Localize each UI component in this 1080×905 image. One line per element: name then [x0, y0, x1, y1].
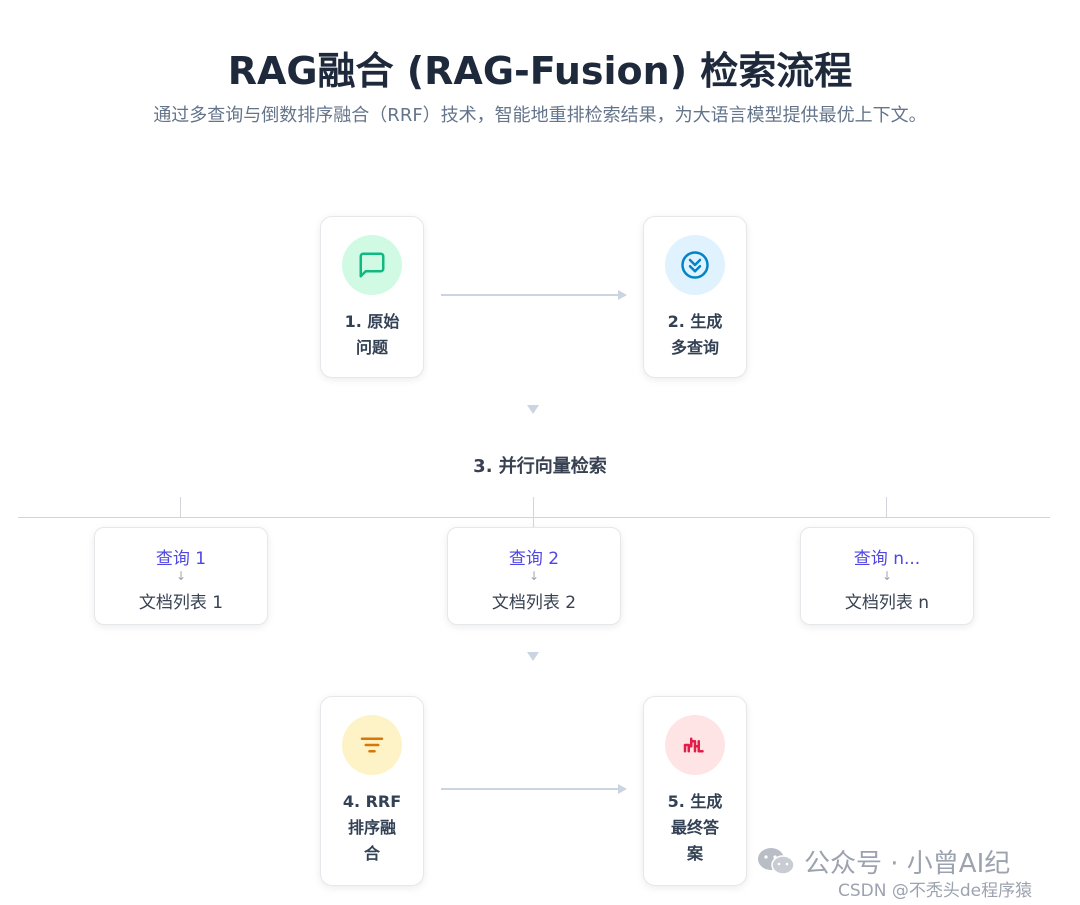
- doc-list-label: 文档列表 n: [844, 593, 930, 613]
- arrow-line: [441, 788, 619, 790]
- query-label: 查询 n...: [853, 549, 921, 569]
- branch-connector: [180, 497, 181, 517]
- filter-icon: [360, 737, 384, 753]
- step-label-line: 5. 生成: [667, 792, 723, 811]
- query-label: 查询 1: [155, 549, 207, 569]
- brain-icon: [683, 737, 704, 753]
- arrow-down-icon: ↓: [881, 569, 893, 583]
- icon-circle: [665, 235, 725, 295]
- step-card-generate-queries: 2. 生成 多查询: [643, 216, 747, 378]
- page-subtitle: 通过多查询与倒数排序融合（RRF）技术，智能地重排检索结果，为大语言模型提供最优…: [153, 105, 927, 126]
- arrow-down-icon: ↓: [528, 569, 540, 583]
- step-label-line: 案: [686, 844, 703, 863]
- step-label-line: 合: [363, 844, 380, 863]
- wechat-watermark: 公众号 · 小曾AI纪: [756, 843, 1010, 880]
- arrow-line: [441, 294, 619, 296]
- branch-line: [18, 517, 1050, 518]
- arrow-down-icon: ↓: [175, 569, 187, 583]
- step-card-rrf-fusion: 4. RRF 排序融 合: [320, 696, 424, 886]
- message-square-icon: [359, 252, 385, 278]
- step-label-line: 4. RRF: [342, 792, 402, 811]
- step-label: 2. 生成 多查询: [648, 309, 742, 361]
- page-title: RAG融合 (RAG-Fusion) 检索流程: [227, 49, 853, 93]
- csdn-watermark: CSDN @不秃头de程序猿: [838, 881, 1033, 901]
- step-label-line: 2. 生成: [667, 312, 723, 331]
- arrow-head-icon: [618, 784, 627, 794]
- branch-connector: [533, 497, 534, 547]
- chevrons-down-circle-icon: [681, 251, 709, 279]
- step-label-line: 问题: [355, 338, 388, 357]
- down-arrow-icon: [527, 405, 539, 414]
- query-card: 查询 2 ↓ 文档列表 2: [447, 527, 621, 625]
- query-card: 查询 n... ↓ 文档列表 n: [800, 527, 974, 625]
- step-label-line: 1. 原始: [344, 312, 400, 331]
- step-label-line: 最终答: [670, 818, 719, 837]
- query-card: 查询 1 ↓ 文档列表 1: [94, 527, 268, 625]
- step-label: 4. RRF 排序融 合: [325, 789, 419, 867]
- wechat-icon: [756, 846, 796, 878]
- branch-connector: [886, 497, 887, 517]
- doc-list-label: 文档列表 2: [491, 593, 577, 613]
- icon-circle: [665, 715, 725, 775]
- down-arrow-icon: [527, 652, 539, 661]
- query-label: 查询 2: [508, 549, 560, 569]
- step-label-line: 排序融: [347, 818, 396, 837]
- step-label: 5. 生成 最终答 案: [648, 789, 742, 867]
- doc-list-label: 文档列表 1: [138, 593, 224, 613]
- icon-circle: [342, 235, 402, 295]
- parallel-section-label: 3. 并行向量检索: [473, 456, 607, 477]
- step-card-original-question: 1. 原始 问题: [320, 216, 424, 378]
- arrow-head-icon: [618, 290, 627, 300]
- icon-circle: [342, 715, 402, 775]
- step-card-final-answer: 5. 生成 最终答 案: [643, 696, 747, 886]
- step-label-line: 多查询: [670, 338, 719, 357]
- step-label: 1. 原始 问题: [325, 309, 419, 361]
- wechat-account-label: 公众号 · 小曾AI纪: [804, 849, 1011, 879]
